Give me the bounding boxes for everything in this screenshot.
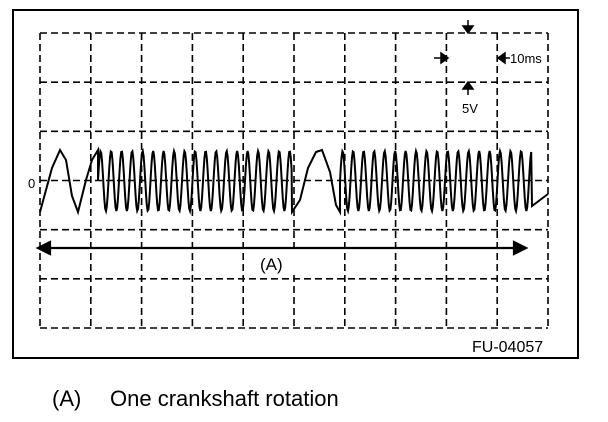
scope-grid	[39, 32, 549, 329]
crank-sensor-waveform	[39, 146, 549, 216]
span-label-backdrop	[256, 252, 296, 274]
caption-key: (A)	[52, 386, 82, 411]
rotation-span-arrow	[35, 240, 529, 256]
scope-frame	[12, 9, 579, 359]
figure-caption: (A) One crankshaft rotation	[52, 386, 339, 412]
voltage-scale-indicator	[461, 20, 475, 95]
time-scale-indicator	[434, 51, 510, 65]
figure-id: FU-04057	[472, 339, 543, 356]
voltage-scale-label: 5V	[462, 101, 478, 116]
zero-level-label: 0	[28, 176, 35, 191]
rotation-span-label: (A)	[260, 255, 283, 274]
caption-text: One crankshaft rotation	[110, 386, 339, 411]
time-scale-label: 10ms	[510, 51, 542, 66]
